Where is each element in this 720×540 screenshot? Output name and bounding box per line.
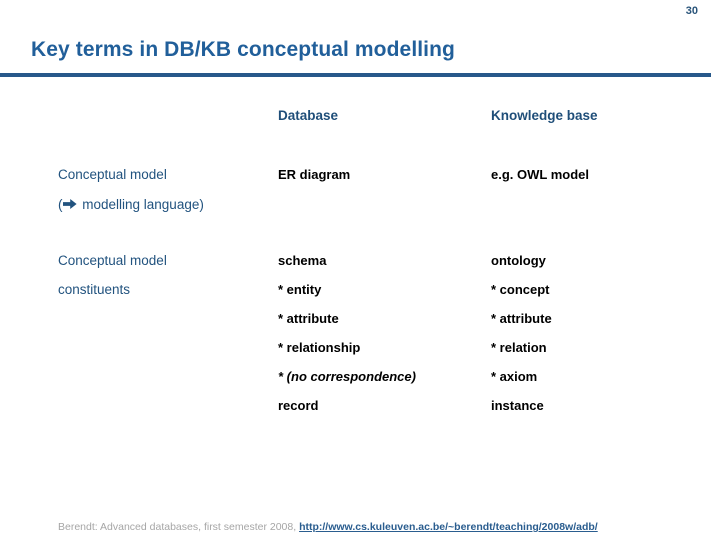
cell-database-schema: schema (278, 253, 327, 268)
footer-course-link[interactable]: http://www.cs.kuleuven.ac.be/~berendt/te… (299, 521, 598, 533)
cell-kb-owl-model: e.g. OWL model (491, 167, 589, 182)
cell-database-relationship: * relationship (278, 340, 361, 355)
row-label-conceptual-model-constituents-line2: constituents (58, 282, 131, 297)
row-label-conceptual-model-constituents-line1: Conceptual model (58, 253, 167, 268)
cell-kb-relation: * relation (491, 340, 547, 355)
cell-database-no-correspondence: * (no correspondence) (278, 369, 416, 384)
footer-text: Berendt: Advanced databases, first semes… (58, 521, 300, 533)
cell-kb-concept: * concept (491, 282, 550, 297)
footer: Berendt: Advanced databases, first semes… (58, 521, 598, 533)
cell-kb-instance: instance (491, 398, 544, 413)
cell-kb-attribute: * attribute (491, 311, 552, 326)
cell-database-attribute: * attribute (278, 311, 339, 326)
paren-open: ( (58, 197, 63, 212)
column-header-knowledge-base: Knowledge base (491, 108, 598, 123)
page-title: Key terms in DB/KB conceptual modelling (31, 38, 455, 61)
cell-kb-ontology: ontology (491, 253, 546, 268)
cell-database-record: record (278, 398, 319, 413)
page-number: 30 (685, 5, 698, 17)
column-header-database: Database (278, 108, 339, 123)
right-arrow-icon (62, 198, 77, 214)
row-label-conceptual-model: Conceptual model (58, 167, 167, 182)
cell-database-entity: * entity (278, 282, 322, 297)
row-sublabel-text: modelling language) (78, 197, 204, 212)
cell-database-er-diagram: ER diagram (278, 167, 351, 182)
cell-kb-axiom: * axiom (491, 369, 538, 384)
title-divider (0, 73, 711, 77)
row-sublabel-modelling-language: ( modelling language) (58, 197, 204, 214)
